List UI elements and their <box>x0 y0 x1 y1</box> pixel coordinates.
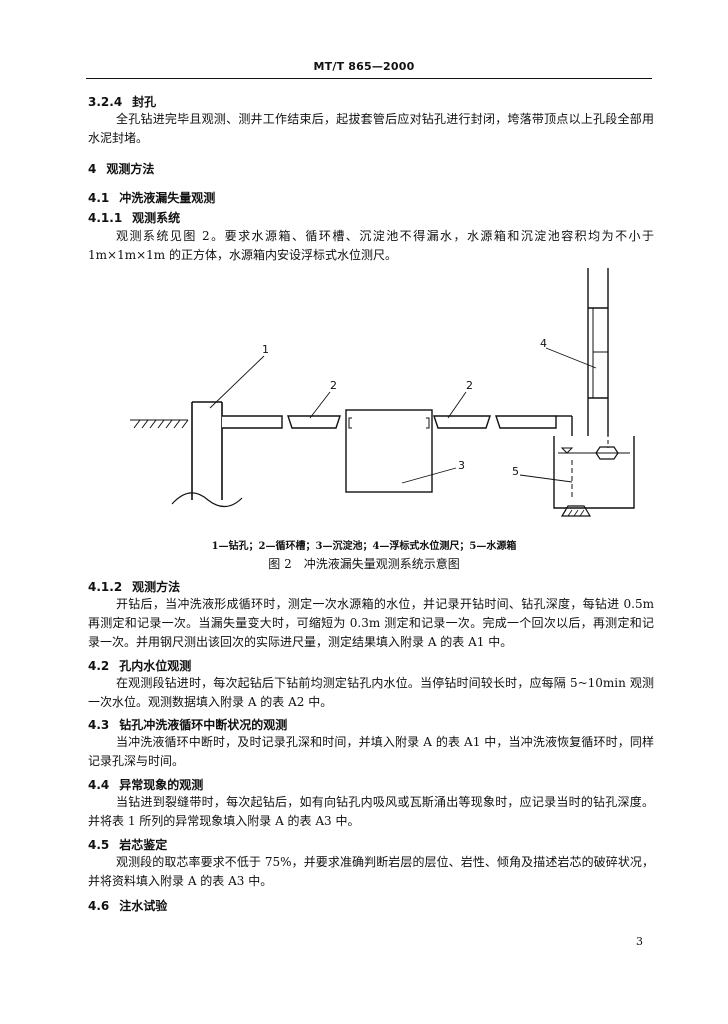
heading-number: 4.5 <box>88 838 110 852</box>
paragraph-4-3: 当冲洗液循环中断时，及时记录孔深和时间，并填入附录 A 的表 A1 中，当冲洗液… <box>88 735 654 768</box>
heading-number: 4.1.2 <box>88 580 123 594</box>
heading-title: 异常现象的观测 <box>119 778 204 792</box>
heading-4-5: 4.5 岩芯鉴定 <box>88 836 167 853</box>
paragraph-3-2-4: 全孔钻进完毕且观测、测井工作结束后，起拔套管后应对钻孔进行封闭，垮落带顶点以上孔… <box>88 112 654 145</box>
figure-legend: 1—钻孔；2—循环槽；3—沉淀池；4—浮标式水位测尺；5—水源箱 <box>211 541 517 552</box>
heading-title: 封孔 <box>132 95 157 109</box>
heading-title: 观测方法 <box>132 580 181 594</box>
heading-3-2-4: 3.2.4 封孔 <box>88 93 156 110</box>
label-3: 3 <box>458 459 465 472</box>
label-4: 4 <box>540 337 547 350</box>
paragraph-4-5: 观测段的取芯率要求不低于 75%，并要求准确判断岩层的层位、岩性、倾角及描述岩芯… <box>88 855 654 888</box>
heading-4-2: 4.2 孔内水位观测 <box>88 657 191 674</box>
label-1: 1 <box>262 343 269 356</box>
heading-number: 4.6 <box>88 899 110 913</box>
water-source-tank <box>553 436 635 517</box>
heading-title: 冲洗液漏失量观测 <box>119 191 216 205</box>
heading-title: 岩芯鉴定 <box>119 838 168 852</box>
heading-number: 4.3 <box>88 718 110 732</box>
label-2-left: 2 <box>330 379 337 392</box>
settling-tank <box>345 409 433 493</box>
paragraph-4-1-2: 开钻后，当冲洗液形成循环时，测定一次水源箱的水位，并记录开钻时间、钻孔深度，每钻… <box>88 597 654 649</box>
heading-4-1: 4.1 冲洗液漏失量观测 <box>88 189 215 206</box>
heading-4-1-1: 4.1.1 观测系统 <box>88 209 180 226</box>
circulation-trough <box>222 415 572 429</box>
ground-surface <box>130 419 189 429</box>
figure-2-diagram: 1 2 2 3 4 5 <box>130 268 635 517</box>
heading-4-4: 4.4 异常现象的观测 <box>88 776 203 793</box>
label-5: 5 <box>512 465 519 478</box>
heading-4: 4 观测方法 <box>88 160 154 177</box>
heading-4-1-2: 4.1.2 观测方法 <box>88 578 180 595</box>
paragraph-4-4: 当钻进到裂缝带时，每次起钻后，如有向钻孔内吸风或瓦斯涌出等现象时，应记录当时的钻… <box>88 795 654 828</box>
leader-lines <box>209 347 597 484</box>
heading-number: 4.1 <box>88 191 110 205</box>
heading-number: 4 <box>88 162 97 176</box>
heading-number: 4.2 <box>88 659 110 673</box>
heading-number: 4.1.1 <box>88 211 123 225</box>
standard-code-header: MT/T 865—2000 <box>313 60 415 73</box>
heading-4-6: 4.6 注水试验 <box>88 897 167 914</box>
label-2-right: 2 <box>466 379 473 392</box>
figure-title: 图 2 冲洗液漏失量观测系统示意图 <box>268 557 460 571</box>
heading-number: 3.2.4 <box>88 95 123 109</box>
paragraph-4-2: 在观测段钻进时，每次起钻后下钻前均测定钻孔内水位。当停钻时间较长时，应每隔 5~… <box>88 676 654 709</box>
heading-title: 观测系统 <box>132 211 181 225</box>
heading-title: 钻孔冲洗液循环中断状况的观测 <box>119 718 288 732</box>
header-rule <box>86 78 652 79</box>
heading-title: 注水试验 <box>119 899 168 913</box>
water-level-gauge <box>571 268 609 448</box>
heading-number: 4.4 <box>88 778 110 792</box>
paragraph-4-1-1: 观测系统见图 2。要求水源箱、循环槽、沉淀池不得漏水，水源箱和沉淀池容积均为不小… <box>88 229 654 262</box>
heading-4-3: 4.3 钻孔冲洗液循环中断状况的观测 <box>88 716 287 733</box>
page-number: 3 <box>636 935 643 948</box>
heading-title: 孔内水位观测 <box>119 659 192 673</box>
heading-title: 观测方法 <box>106 162 155 176</box>
